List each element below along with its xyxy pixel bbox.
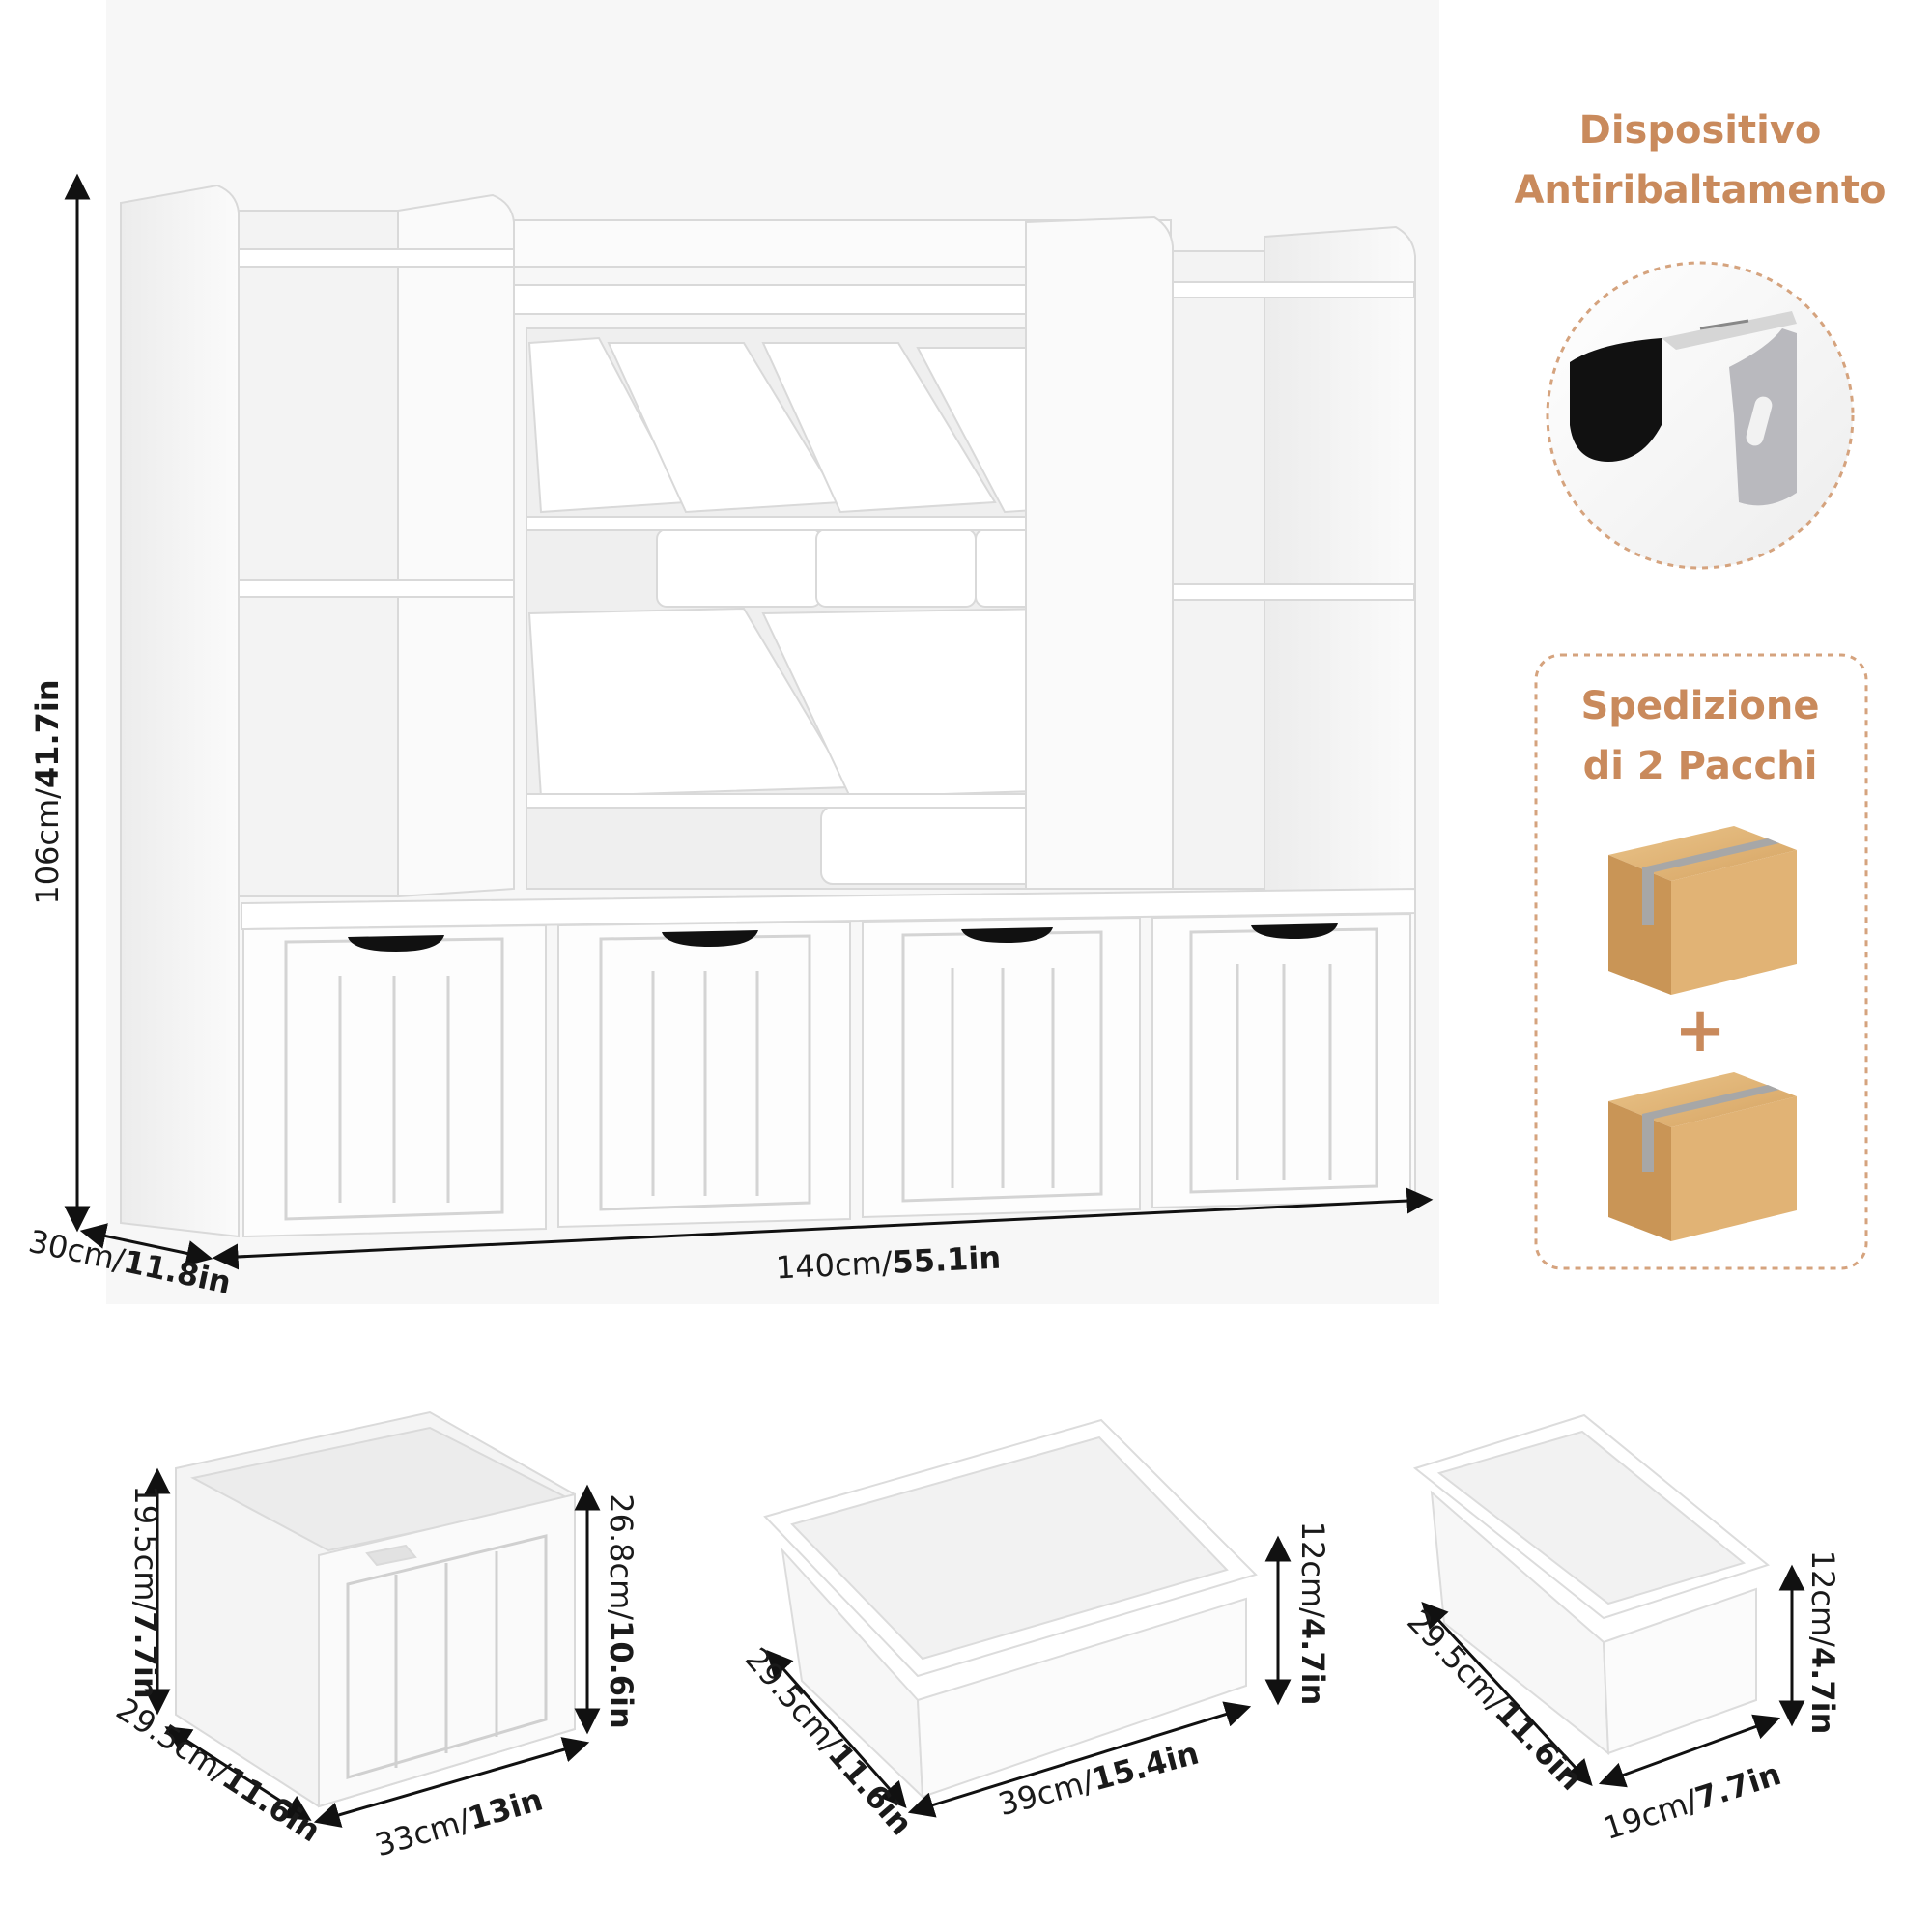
anti-tip-title-line1: Dispositivo bbox=[1578, 108, 1822, 153]
shipping-title-line1: Spedizione bbox=[1580, 684, 1820, 728]
drawer-front-height-label: 26.8cm/10.6in bbox=[603, 1493, 639, 1729]
small-bin-height-label: 12cm/4.7in bbox=[1804, 1550, 1841, 1735]
anti-tip-title-line2: Antiribaltamento bbox=[1514, 168, 1887, 213]
shipping-title-line2: di 2 Pacchi bbox=[1582, 744, 1818, 788]
shelf-width-label: 140cm/55.1in bbox=[775, 1239, 1002, 1287]
shelf-height-label: 106cm/41.7in bbox=[29, 679, 66, 904]
shipping-title: Spedizione di 2 Pacchi bbox=[1488, 676, 1913, 796]
depth-dimension-line bbox=[79, 1223, 213, 1266]
width-dimension-line bbox=[212, 1187, 1434, 1270]
drawer-back-height-label: 19.5cm/7.7in bbox=[128, 1485, 164, 1698]
large-bin-height-label: 12cm/4.7in bbox=[1294, 1521, 1331, 1706]
plus-sign: + bbox=[1674, 995, 1726, 1066]
small-plastic-bin bbox=[1412, 1413, 1771, 1756]
cardboard-box-icon bbox=[1608, 1072, 1797, 1241]
drawer-width-label: 33cm/13in bbox=[371, 1781, 547, 1864]
small-bin-dimension-lines bbox=[1421, 1564, 1805, 1788]
anti-tip-bracket-icon bbox=[1570, 311, 1797, 506]
anti-tip-title: Dispositivo Antiribaltamento bbox=[1488, 100, 1913, 220]
large-bin-dimension-lines bbox=[766, 1535, 1292, 1818]
anti-tip-badge bbox=[1546, 261, 1855, 570]
small-bin-width-label: 19cm/7.7in bbox=[1599, 1755, 1785, 1847]
toy-storage-shelf bbox=[120, 184, 1416, 1238]
cardboard-box-icon bbox=[1608, 826, 1797, 995]
drawer-dimension-lines bbox=[144, 1467, 601, 1828]
fabric-drawer bbox=[175, 1410, 576, 1808]
shelf-dimension-lines bbox=[64, 173, 1434, 1270]
